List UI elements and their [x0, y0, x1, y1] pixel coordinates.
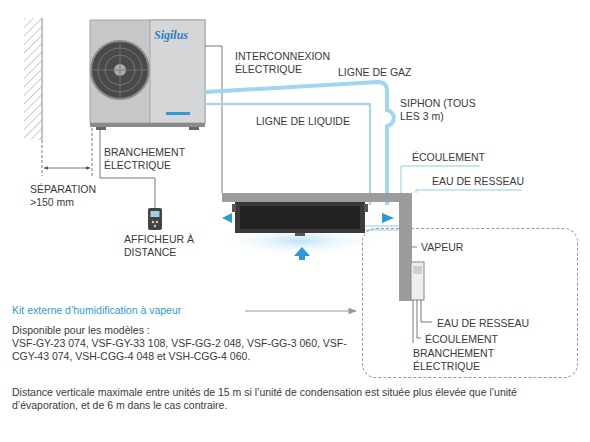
humidifier-kit-region: VAPEUR EAU DE RESSEAU ÉCOULEMENTBRANCHEMEN…	[362, 228, 578, 378]
airflow-arrow	[382, 213, 394, 223]
label-text: VSF-GY-23 074, VSF-GY-33 108, VSF-GG-2 0…	[12, 337, 372, 362]
label-text: Distance verticale maximale entre unités…	[12, 386, 580, 411]
label-text: INTERCONNEXION ÉLECTRIQUE	[235, 50, 340, 75]
label-text: ÉCOULEMENT	[412, 151, 485, 164]
condensing-unit-box: Sigilus	[90, 20, 205, 123]
airflow-arrow	[294, 247, 310, 260]
kit-pointer	[245, 310, 356, 311]
label-text: BRANCHEMENT ÉLECTRIQUE	[104, 146, 196, 171]
wall	[24, 18, 42, 140]
kit-label: EAU DE RESSEAU	[437, 317, 529, 330]
remote-display	[148, 208, 162, 230]
interconnection-wire	[205, 46, 222, 193]
brand-logo: Sigilus	[154, 29, 188, 42]
gas-line	[205, 82, 394, 205]
separation-dimension	[42, 128, 92, 176]
label-text: EAU DE RESSEAU	[432, 175, 524, 188]
label-text: AFFICHEUR À DISTANCE	[124, 233, 204, 258]
kit-label: BRANCHEMENT ÉLECTRIQUE	[413, 347, 503, 372]
label-text: LIGNE DE LIQUIDE	[256, 115, 350, 128]
liquid-line	[205, 104, 370, 205]
airflow-arrow	[222, 213, 232, 223]
label-text: Disponible pour les modèles :	[12, 324, 150, 337]
kit-label: ÉCOULEMENT	[425, 333, 498, 346]
evaporator-unit	[232, 202, 368, 236]
water-leader	[416, 190, 522, 193]
condensing-unit	[90, 20, 205, 130]
label-text: SÉPARATION >150 mm	[30, 183, 108, 208]
duct	[222, 193, 412, 301]
kit-line	[365, 230, 399, 231]
label-text: Kit externe d’humidification à vapeur	[12, 304, 181, 317]
kit-line	[365, 226, 399, 227]
humidifier	[411, 247, 432, 343]
label-text: LIGNE DE GAZ	[338, 66, 412, 79]
label-text: SIPHON (TOUS LES 3 m)	[400, 97, 488, 122]
kit-label: VAPEUR	[421, 241, 463, 254]
